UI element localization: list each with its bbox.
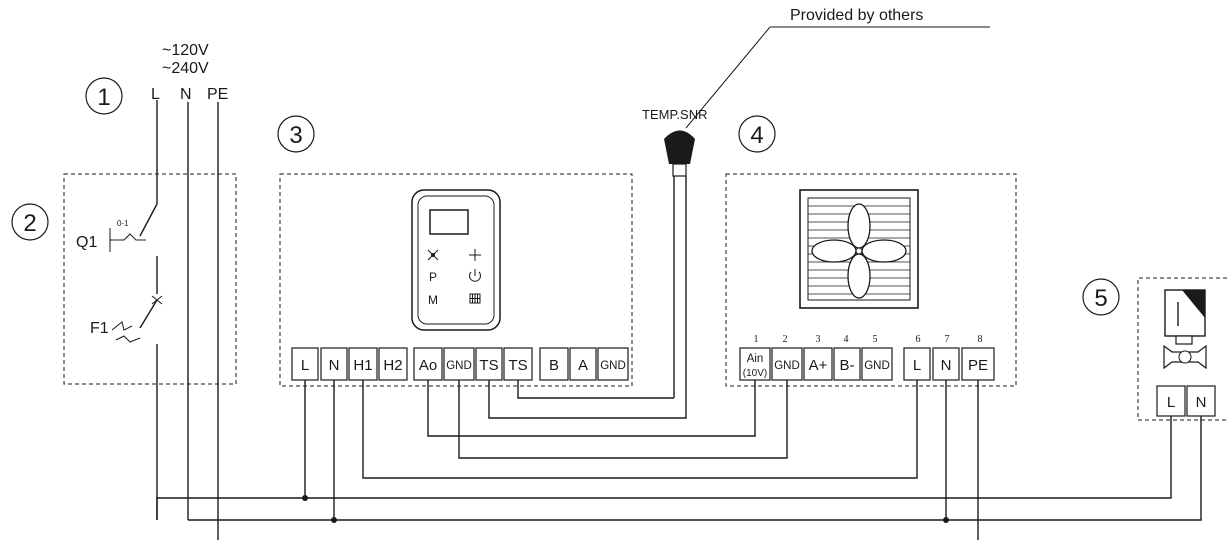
svg-text:8: 8 [978,334,983,345]
voltage-label-120: ~120V [162,42,209,59]
mode-label-p: P [429,270,437,284]
terminal-gnd-2: GND [600,360,626,372]
fan-unit-enclosure [725,173,1017,387]
svg-text:7: 7 [945,334,950,345]
svg-text:5: 5 [873,334,878,345]
svg-text:1: 1 [754,334,759,345]
valve-actuator-icon [1163,289,1207,370]
thermostat-device: P M [411,189,501,331]
svg-text:3: 3 [289,122,302,149]
svg-text:3: 3 [816,334,821,345]
f1-switch-symbol [111,299,158,520]
terminal-a-plus: A+ [809,357,828,374]
terminal-ain-sub: (10V) [743,368,767,379]
fan-icon [811,203,907,299]
provided-by-others-note: Provided by others [790,7,923,24]
fan-icon [427,249,439,261]
callout-3: 3 [277,115,315,153]
callout-1: 1 [85,77,123,115]
fan-unit-terminal-strip: Ain (10V) GND A+ B- GND L N PE [739,347,995,381]
terminal-valve-l: L [1167,394,1175,411]
terminal-valve-n: N [1196,394,1207,411]
conductor-label-l: L [151,86,160,103]
svg-text:2: 2 [783,334,788,345]
callout-2: 2 [11,203,49,241]
terminal-ain: Ain [747,353,764,365]
valve-terminal-strip: L N [1156,385,1216,417]
wiring [156,380,1202,540]
terminal-ts-2: TS [508,357,527,374]
plus-icon [469,249,481,261]
svg-text:5: 5 [1094,285,1107,312]
callout-5: 5 [1082,278,1120,316]
thermostat-terminal-strip: L N H1 H2 Ao GND TS TS B A GND [291,347,629,381]
q1-switch-symbol [109,100,163,305]
thermostat-enclosure [279,173,633,387]
mode-label-m: M [428,293,438,307]
terminal-n: N [329,357,340,374]
svg-text:2: 2 [23,210,36,237]
sensor-leader-line [685,26,990,129]
q1-label: Q1 [76,234,97,251]
grid-icon [469,293,481,304]
terminal-l: L [301,357,309,374]
thermostat-display [429,209,469,235]
sensor-label: TEMP.SNR [642,107,708,122]
terminal-fan-l: L [913,357,921,374]
terminal-fan-pe: PE [968,357,988,374]
conductor-label-n: N [180,86,192,103]
terminal-gnd-3: GND [774,360,800,372]
valve-enclosure [1137,277,1227,421]
terminal-b-minus: B- [840,357,855,374]
power-icon [469,269,481,282]
svg-text:1: 1 [97,84,110,111]
terminal-gnd-4: GND [864,360,890,372]
breaker-enclosure [63,173,237,385]
terminal-h2: H2 [383,357,402,374]
callout-4: 4 [738,115,776,153]
q1-range-label: 0-1 [117,219,129,228]
terminal-ts-1: TS [479,357,498,374]
terminal-fan-n: N [941,357,952,374]
f1-label: F1 [90,320,109,337]
svg-text:4: 4 [750,122,763,149]
terminal-a: A [578,357,588,374]
svg-text:6: 6 [916,334,921,345]
conductor-label-pe: PE [207,86,228,103]
terminal-h1: H1 [353,357,372,374]
temperature-sensor [664,130,695,398]
terminal-gnd-1: GND [446,360,472,372]
voltage-label-240: ~240V [162,60,209,77]
fan-unit-pin-numbers: 1 2 3 4 5 6 7 8 [754,334,983,345]
terminal-ao: Ao [419,357,437,374]
terminal-b: B [549,357,559,374]
svg-text:4: 4 [844,334,849,345]
